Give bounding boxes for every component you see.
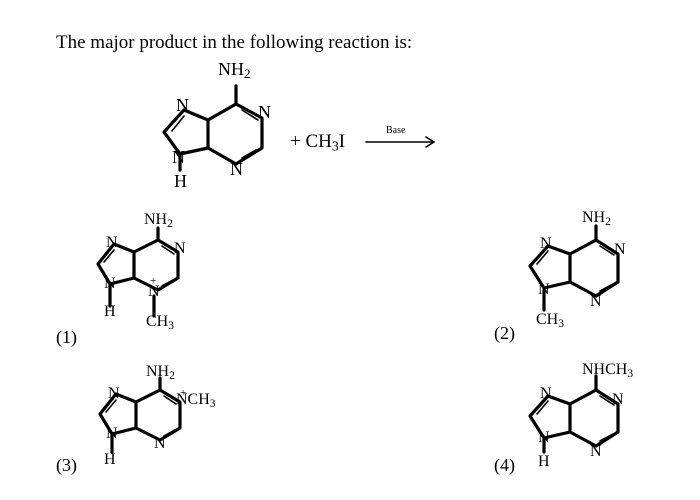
atom-n: N <box>590 293 602 310</box>
reactant-n3: N <box>230 159 243 179</box>
option-3-charge: + <box>180 387 187 399</box>
option-3-h: H <box>104 451 116 468</box>
atom-n: N <box>106 425 118 442</box>
atom-n: N <box>174 240 186 257</box>
reactant-n7: N <box>176 95 189 115</box>
atom-n: N <box>612 391 624 408</box>
condition-label: Base <box>386 125 406 136</box>
option-1-h: H <box>104 303 116 320</box>
atom-n: N <box>590 443 602 460</box>
atom-n: N <box>540 385 552 402</box>
atom-n: N <box>104 275 116 292</box>
option-number: (3) <box>56 455 77 475</box>
reactant-n1: N <box>258 102 271 122</box>
option-2-nh2: NH2 <box>582 209 611 228</box>
option-number: (2) <box>494 323 515 343</box>
option-3-nch3: NCH3 <box>176 391 216 410</box>
option-3-nh2: NH2 <box>146 363 175 382</box>
atom-n: N <box>148 283 160 300</box>
option-1-nh2: NH2 <box>144 211 173 230</box>
atom-n: N <box>538 429 550 446</box>
option-1-ch3: CH3 <box>146 313 174 332</box>
option-2-ch3: CH3 <box>536 311 564 330</box>
option-number: (1) <box>56 327 77 347</box>
atom-n: N <box>108 385 120 402</box>
option-4-nhch3: NHCH3 <box>582 361 634 380</box>
reactant-n9: N <box>172 147 185 167</box>
reagent: + CH3I <box>290 131 346 154</box>
option-number: (4) <box>494 455 515 475</box>
reactant-h: H <box>174 171 187 191</box>
option-4-h: H <box>538 453 550 470</box>
reactant-nh2: NH2 <box>218 59 251 82</box>
atom-n: N <box>154 435 166 452</box>
atom-n: N <box>614 241 626 258</box>
option-1-charge: + <box>150 275 157 287</box>
atom-n: N <box>106 234 118 251</box>
question-text: The major product in the following react… <box>56 32 413 53</box>
atom-n: N <box>540 235 552 252</box>
atom-n: N <box>538 281 550 298</box>
